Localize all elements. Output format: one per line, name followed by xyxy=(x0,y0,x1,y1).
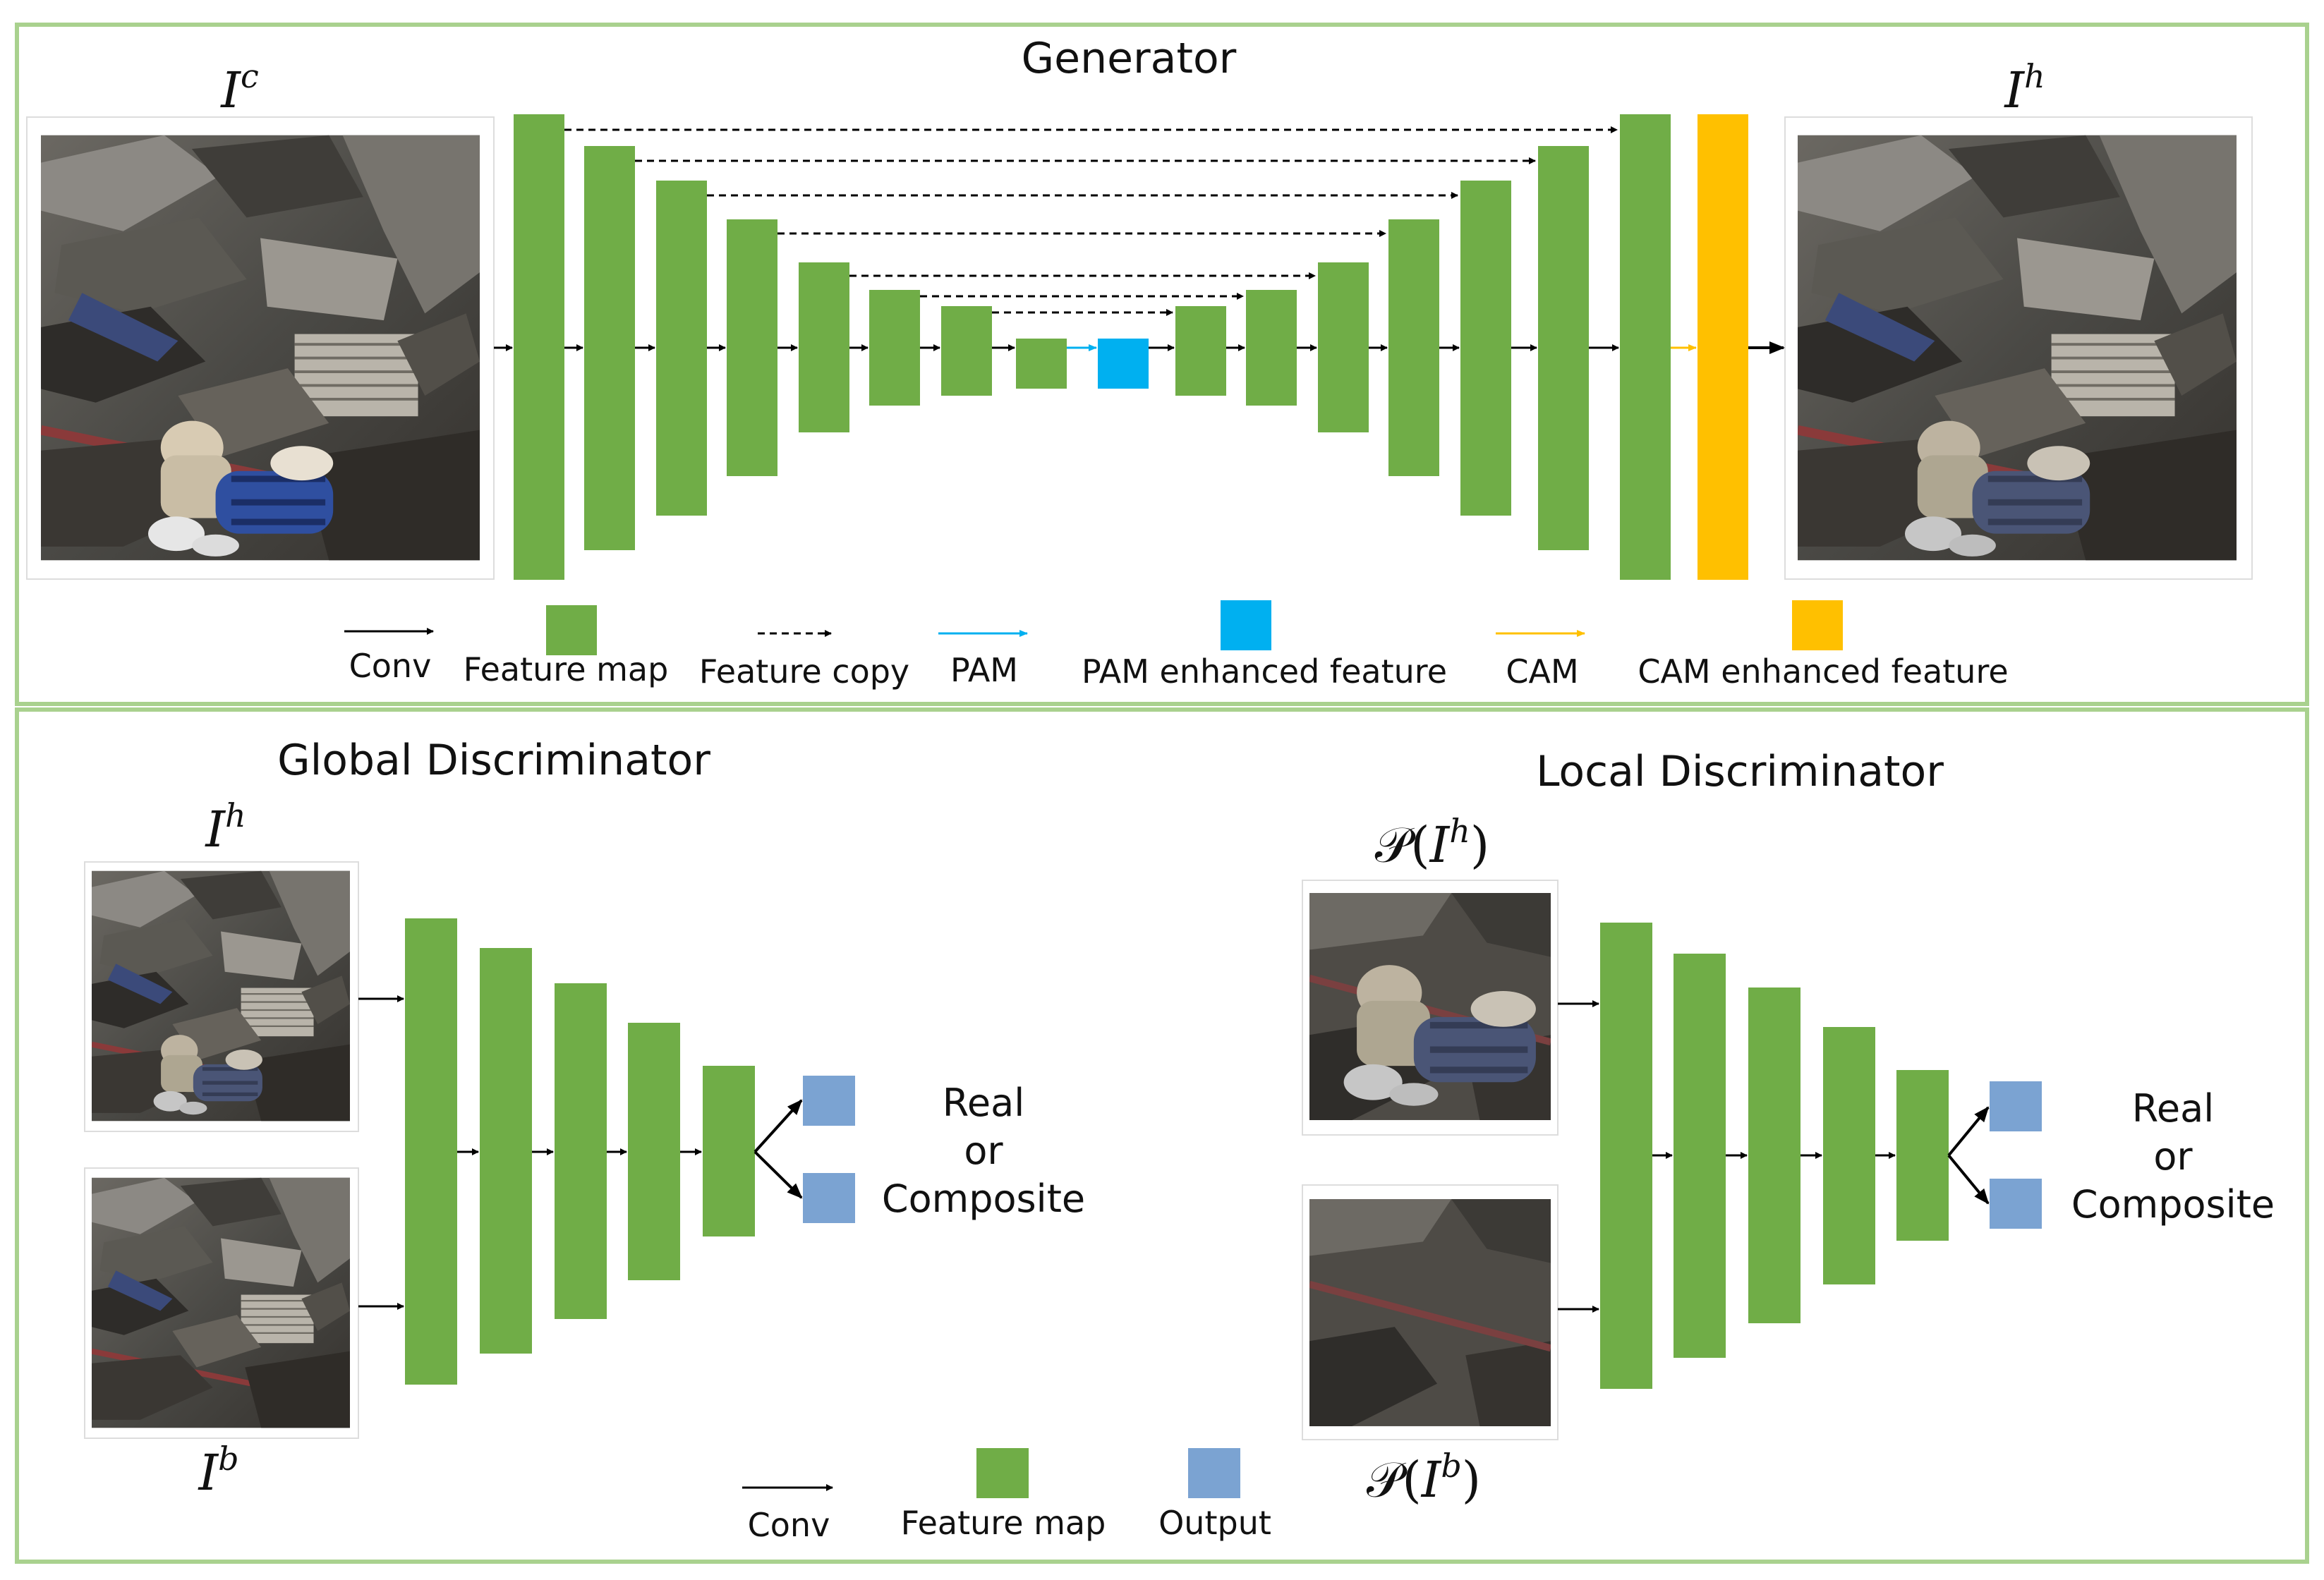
local-output-text-composite: Composite xyxy=(2071,1182,2275,1227)
discriminator-legend: Conv Feature map Output xyxy=(742,1448,1271,1544)
generator-pam-enhanced-feature xyxy=(1098,339,1149,389)
generator-title: Generator xyxy=(1022,34,1237,83)
input-image-ic xyxy=(26,116,495,580)
generator-bottleneck-feature-map xyxy=(1016,339,1067,389)
legend-cam-label: CAM xyxy=(1506,652,1578,691)
local-feature-map-2 xyxy=(1674,954,1726,1358)
local-conv-arrows xyxy=(1558,1000,1990,1313)
global-output-text-composite: Composite xyxy=(882,1177,1085,1221)
generator-encoder-feature-map-4 xyxy=(727,219,777,476)
generator-decoder-feature-map-4 xyxy=(1388,219,1439,476)
legend-pam-label: PAM xyxy=(950,651,1018,689)
generator-decoder-feature-map-6 xyxy=(1538,146,1589,550)
generator-frame xyxy=(15,23,2309,706)
generator-encoder-feature-map-7 xyxy=(941,306,992,396)
local-input-image-p-ih xyxy=(1302,880,1559,1136)
global-conv-arrows xyxy=(358,995,803,1310)
generator-decoder-feature-map-1 xyxy=(1175,306,1226,396)
generator-skip-connections xyxy=(564,126,1618,316)
bottom-legend-output-label: Output xyxy=(1158,1504,1271,1542)
local-feature-map-3 xyxy=(1748,988,1801,1323)
output-image-ih xyxy=(1784,116,2253,580)
legend-cam-feature-label: CAM enhanced feature xyxy=(1638,652,2008,691)
generator-legend: Conv Feature map Feature copy PAM PAM en… xyxy=(344,600,2009,691)
legend-conv-label: Conv xyxy=(349,647,432,685)
global-feature-map-1 xyxy=(405,918,457,1385)
local-output-composite xyxy=(1990,1179,2042,1229)
generator-encoder-feature-map-6 xyxy=(869,290,920,406)
legend-feature-map-label: Feature map xyxy=(464,650,669,688)
generator-encoder-feature-map-2 xyxy=(584,146,635,550)
output-label-ih: Ih xyxy=(2003,57,2045,119)
generator-decoder-feature-map-7 xyxy=(1620,114,1671,580)
legend-pam-feature-swatch xyxy=(1221,600,1271,650)
generator-encoder-feature-map-5 xyxy=(799,262,849,432)
local-feature-map-4 xyxy=(1823,1027,1875,1284)
local-output-text-real: Real xyxy=(2132,1086,2214,1131)
global-output-text-real: Real xyxy=(943,1081,1024,1125)
local-input-top-label: 𝒫(Ih) xyxy=(1375,812,1489,874)
global-feature-map-2 xyxy=(480,948,532,1354)
generator-decoder-feature-map-2 xyxy=(1246,290,1297,406)
input-label-ic: Ic xyxy=(219,57,258,119)
global-feature-map-5 xyxy=(703,1066,755,1236)
legend-cam-feature-swatch xyxy=(1792,600,1843,650)
global-discriminator-title: Global Discriminator xyxy=(277,736,710,785)
legend-feature-map-swatch xyxy=(546,605,597,655)
global-input-top-label: Ih xyxy=(204,796,246,858)
generator-decoder-feature-map-3 xyxy=(1318,262,1369,432)
legend-pam-feature-label: PAM enhanced feature xyxy=(1082,652,1447,691)
local-feature-map-1 xyxy=(1600,923,1652,1389)
global-input-image-ib xyxy=(84,1167,359,1439)
bottom-legend-output-swatch xyxy=(1188,1448,1240,1498)
local-input-image-p-ib xyxy=(1302,1184,1559,1440)
generator-decoder-feature-map-5 xyxy=(1460,181,1511,516)
generator-encoder-feature-map-1 xyxy=(514,114,564,580)
bottom-legend-feature-map-label: Feature map xyxy=(901,1504,1106,1542)
global-feature-map-4 xyxy=(628,1023,680,1280)
discriminator-frame xyxy=(15,707,2309,1564)
local-discriminator-title: Local Discriminator xyxy=(1536,747,1944,796)
local-output-real xyxy=(1990,1081,2042,1131)
local-input-bottom-label: 𝒫(Ib) xyxy=(1367,1447,1481,1509)
local-output-text-or: or xyxy=(2153,1134,2193,1179)
global-input-image-ih xyxy=(84,861,359,1132)
global-output-composite xyxy=(803,1173,855,1223)
global-input-bottom-label: Ib xyxy=(197,1440,238,1502)
bottom-legend-conv-label: Conv xyxy=(748,1506,830,1544)
bottom-legend-feature-map-swatch xyxy=(976,1448,1029,1498)
global-output-real xyxy=(803,1076,855,1126)
global-output-text-or: or xyxy=(964,1129,1003,1173)
legend-feature-copy-label: Feature copy xyxy=(699,652,909,691)
local-feature-map-5 xyxy=(1896,1070,1949,1241)
generator-cam-enhanced-feature xyxy=(1697,114,1748,580)
generator-encoder-feature-map-3 xyxy=(656,181,707,516)
global-feature-map-3 xyxy=(555,983,607,1319)
